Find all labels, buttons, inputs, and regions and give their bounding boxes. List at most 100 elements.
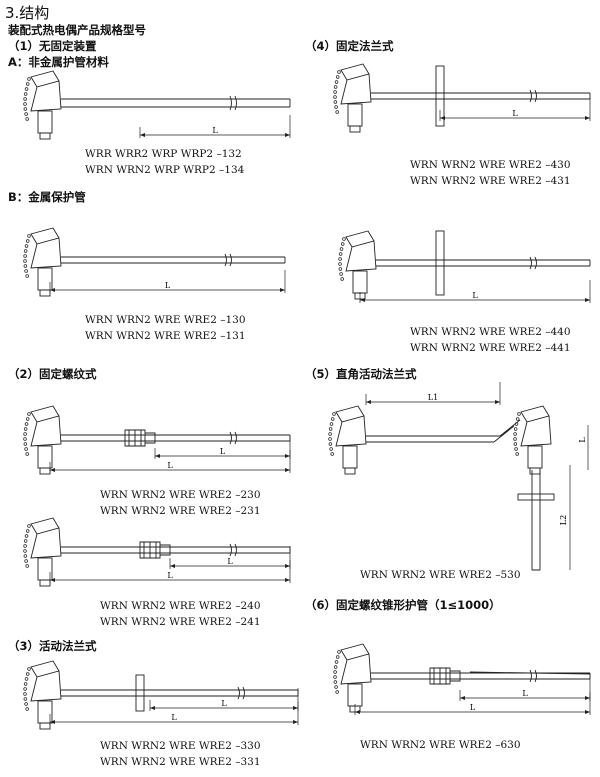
break-mark [229, 431, 237, 445]
chain-link [24, 702, 28, 706]
chain-link [514, 447, 518, 451]
junction-box-head [30, 237, 62, 269]
dimension-label: L [165, 281, 171, 290]
chain-link [27, 77, 31, 81]
cable-gland [347, 683, 363, 707]
dimension-label: L [522, 689, 528, 698]
gland-nut [39, 722, 51, 730]
chain-link [25, 529, 30, 533]
chain-link [335, 75, 340, 79]
chain-link [23, 259, 27, 263]
chain-link [342, 237, 346, 241]
dimension-label: L [167, 461, 173, 470]
model-code: WRN WRN2 WRE WRE2 –131 [85, 330, 246, 342]
cable-gland [527, 445, 543, 469]
chain-link [23, 264, 28, 268]
chain-link [25, 672, 30, 676]
junction-box-cover [30, 70, 60, 88]
chain-link [334, 660, 339, 664]
chain-link [339, 247, 344, 251]
protection-tube [61, 256, 286, 264]
chain-link [27, 234, 31, 238]
dimension-label: L [212, 126, 218, 135]
model-code: WRN WRN2 WRE WRE2 –130 [85, 314, 246, 326]
chain-link [332, 412, 336, 416]
chain-link [24, 534, 29, 538]
chain-link [328, 432, 332, 436]
chain-link [335, 655, 340, 659]
model-code: WRN WRN2 WRE WRE2 –441 [410, 342, 571, 354]
chain-link [23, 442, 28, 446]
break-mark [229, 543, 237, 557]
protection-tube [61, 689, 299, 697]
model-code: WRN WRN2 WRE WRE2 –530 [360, 569, 521, 581]
drawing-fixed-thread-240: LL [23, 517, 291, 587]
break-mark [237, 686, 245, 700]
chain-link [337, 650, 341, 654]
dimension-label: L2 [559, 515, 568, 525]
heading-fixed-flange: （4）固定法兰式 [305, 39, 394, 53]
gland-nut [39, 579, 51, 587]
break-mark [529, 669, 537, 683]
flange [517, 493, 555, 501]
chain-link [24, 677, 29, 681]
junction-box-head [30, 80, 62, 112]
chain-link [24, 112, 28, 116]
thread-fitting [124, 429, 156, 447]
flange [435, 230, 445, 296]
chain-link [23, 554, 28, 558]
drawing-fixed-flange-440: L [338, 230, 591, 303]
chain-link [328, 437, 332, 441]
chain-link [338, 252, 343, 256]
heading-metal-tube: B：金属保护管 [8, 190, 86, 204]
chain-link [27, 412, 31, 416]
heading-right-angle-flange: （5）直角活动法兰式 [305, 367, 417, 381]
gland-nut [39, 132, 51, 140]
model-code: WRN WRN2 WRE WRE2 –331 [100, 756, 261, 768]
chain-link [25, 564, 29, 568]
chain-link [333, 680, 338, 684]
chain-link [338, 257, 342, 261]
chain-link [25, 707, 29, 711]
drawing-fixed-thread-230: LL [23, 405, 291, 475]
break-mark [529, 256, 537, 270]
chain-link [24, 422, 29, 426]
chain-link [23, 249, 28, 253]
chain-link [333, 90, 337, 94]
chain-link [338, 262, 342, 266]
cable-gland [37, 110, 53, 134]
drawing-fixed-flange-430: L [333, 63, 591, 133]
drawing-movable-flange: LL [23, 660, 299, 730]
cone-taper [469, 671, 591, 675]
junction-box-cover [340, 643, 370, 661]
chain-link [339, 272, 343, 276]
chain-link [23, 687, 27, 691]
drawing-nonmetal-tube: L [23, 70, 291, 140]
chain-link [517, 412, 521, 416]
model-code: WRN WRN2 WRE WRE2 –241 [100, 616, 261, 628]
model-code: WRN WRN2 WRE WRE2 –240 [100, 600, 261, 612]
chain-link [333, 675, 337, 679]
drawing-threaded-cone: LL [333, 643, 591, 715]
chain-link [337, 70, 341, 74]
chain-link [329, 447, 333, 451]
chain-link [333, 670, 337, 674]
chain-link [23, 254, 27, 258]
junction-box-head [30, 415, 62, 447]
thread-fitting [429, 667, 461, 685]
model-code: WRN WRN2 WRP WRP2 –134 [85, 164, 245, 176]
chain-link [515, 417, 520, 421]
chain-link [25, 452, 29, 456]
dimension-label: L [171, 713, 177, 722]
junction-box-head [340, 73, 372, 105]
junction-box-head [520, 415, 552, 447]
chain-link [333, 95, 337, 99]
chain-link [23, 682, 28, 686]
gland-nut [349, 125, 361, 133]
